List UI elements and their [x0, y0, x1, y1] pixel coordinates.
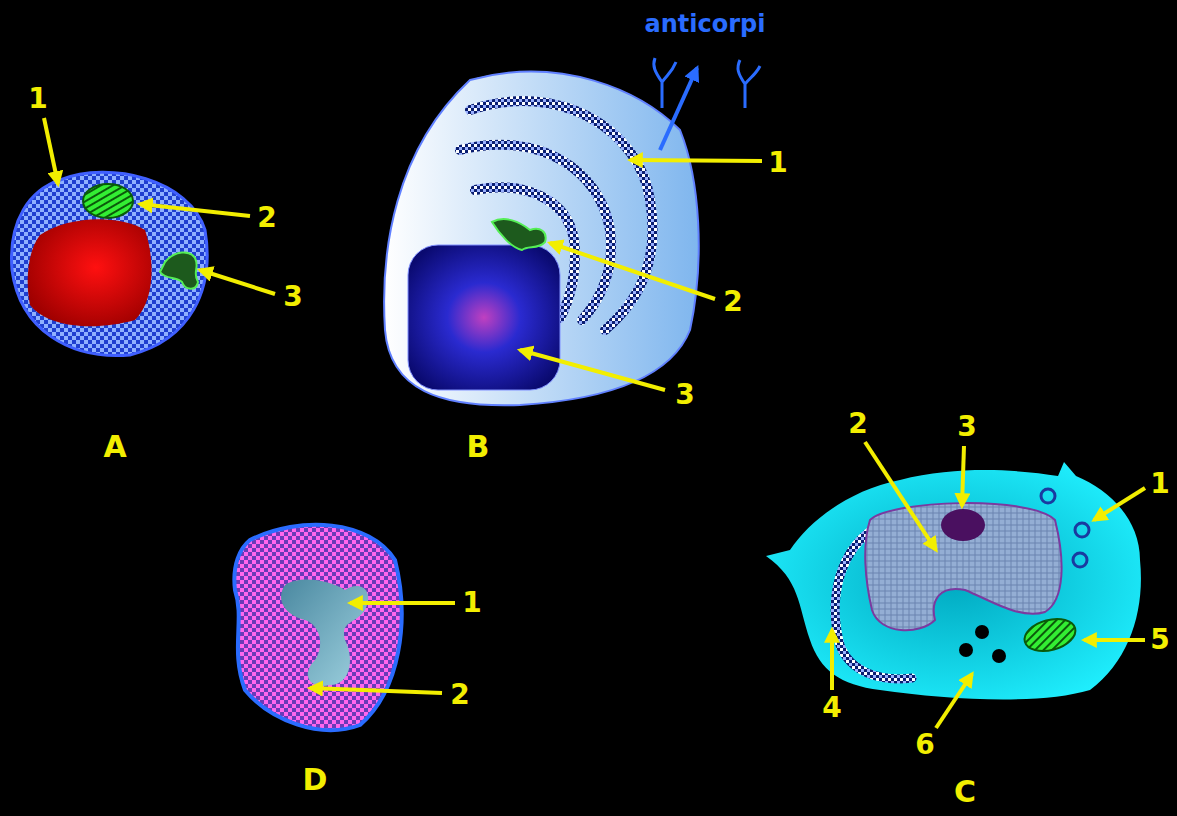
callout-number: 2	[723, 288, 742, 316]
cell-c	[766, 462, 1141, 699]
callout-number: 2	[848, 410, 867, 438]
cell-d	[234, 525, 401, 730]
leader-lines	[44, 118, 1145, 728]
callout-number: 5	[1150, 626, 1169, 654]
figure-letter: D	[303, 765, 328, 795]
callout-number: 6	[915, 731, 934, 759]
callout-number: 1	[28, 85, 47, 113]
cell-a	[12, 172, 208, 355]
figure-letter: C	[954, 777, 976, 807]
callout-number: 2	[450, 681, 469, 709]
callout-number: 1	[768, 149, 787, 177]
callout-number: 3	[675, 381, 694, 409]
callout-number: 3	[957, 413, 976, 441]
callout-number: 2	[257, 204, 276, 232]
figure-letter: B	[467, 432, 490, 462]
callout-number: 1	[1150, 470, 1169, 498]
antibody-label: anticorpi	[645, 12, 766, 36]
callout-number: 3	[283, 283, 302, 311]
callout-number: 1	[462, 589, 481, 617]
cell-b	[384, 58, 760, 405]
figure-letter: A	[103, 432, 126, 462]
callout-number: 4	[822, 694, 841, 722]
